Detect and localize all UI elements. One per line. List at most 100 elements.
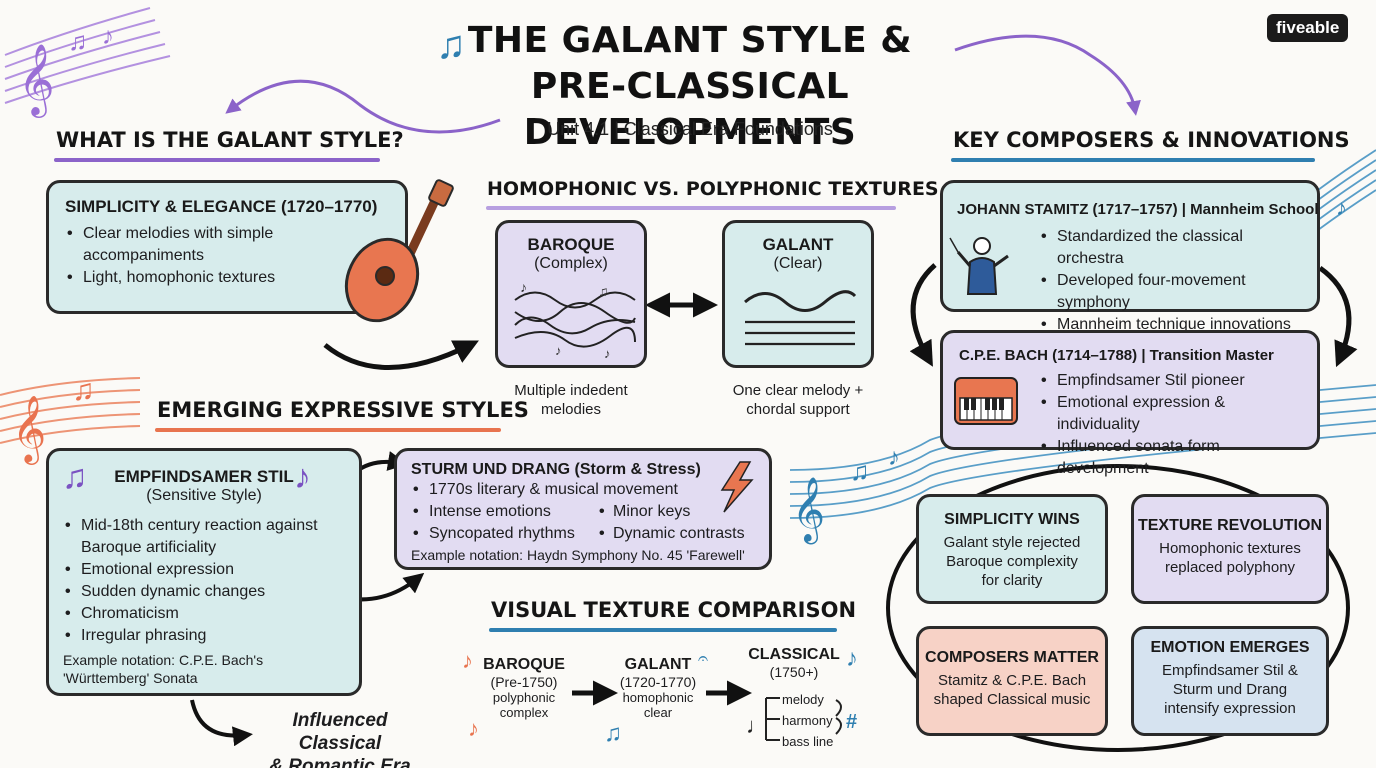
layer-label: melody bbox=[782, 692, 824, 707]
section-underline bbox=[951, 158, 1315, 162]
bullet-dot: • bbox=[599, 503, 605, 520]
card-title: SIMPLICITY & ELEGANCE (1720–1770) bbox=[65, 197, 378, 216]
treble-clef-icon: 𝄞 bbox=[12, 396, 46, 465]
comparison-title: CLASSICAL bbox=[748, 646, 840, 663]
section-title-what-is: WHAT IS THE GALANT STYLE? bbox=[56, 128, 404, 152]
bullet-item: Intense emotions•Minor keys bbox=[411, 501, 755, 523]
layer-label: bass line bbox=[782, 734, 834, 749]
arrow-stamitz-to-bach-left bbox=[909, 263, 937, 367]
example-note: Example notation: Haydn Symphony No. 45 … bbox=[411, 547, 745, 563]
comparison-desc: clear bbox=[643, 705, 673, 720]
card-text: for clarity bbox=[981, 572, 1043, 589]
comparison-desc: complex bbox=[499, 705, 549, 720]
section-title-expressive: EMERGING EXPRESSIVE STYLES bbox=[157, 398, 529, 422]
bullet-item: Mid-18th century reaction against Baroqu… bbox=[63, 515, 345, 559]
card-title: EMPFINDSAMER STIL bbox=[114, 467, 294, 486]
influence-note: Influenced Classical & Romantic Era bbox=[250, 709, 430, 768]
bullet-item: Irregular phrasing bbox=[63, 625, 345, 647]
card-text: Empfindsamer Stil & bbox=[1162, 662, 1298, 679]
bullet-item: Emotional expression bbox=[63, 559, 345, 581]
note-icon: ♫ bbox=[604, 720, 622, 747]
card-text: Stamitz & C.P.E. Bach bbox=[937, 672, 1087, 689]
brand-logo[interactable]: fiveable bbox=[1267, 14, 1349, 42]
bullet-item: Chromaticism bbox=[63, 603, 345, 625]
layer-label: harmony bbox=[782, 713, 833, 728]
comparison-desc: polyphonic bbox=[492, 690, 556, 705]
eighth-note-icon: ♫ bbox=[72, 374, 95, 407]
section-title-composers: KEY COMPOSERS & INNOVATIONS bbox=[953, 128, 1350, 152]
arrow-to-influence bbox=[190, 699, 253, 747]
eighth-note-icon: ♪ bbox=[888, 444, 900, 471]
comparison-dates: (Pre-1750) bbox=[490, 674, 558, 690]
bullet-item: Standardized the classical orchestra bbox=[1039, 226, 1303, 270]
bullet-item: Sudden dynamic changes bbox=[63, 581, 345, 603]
eighth-note-icon: ♫ bbox=[68, 26, 88, 56]
card-title: C.P.E. BACH (1714–1788) | Transition Mas… bbox=[959, 347, 1274, 364]
cpe-bach-card: C.P.E. BACH (1714–1788) | Transition Mas… bbox=[940, 330, 1320, 477]
music-note-icon: ♪ bbox=[294, 458, 311, 496]
card-title: EMOTION EMERGES bbox=[1150, 639, 1310, 656]
caption-line: chordal support bbox=[746, 401, 850, 418]
arrow-title-to-right bbox=[954, 34, 1141, 116]
title-line-2: PRE-CLASSICAL DEVELOPMENTS bbox=[523, 66, 857, 153]
card-title: COMPOSERS MATTER bbox=[925, 649, 1099, 666]
classical-layers: melody harmony bass line bbox=[782, 689, 833, 752]
influence-line: Influenced Classical bbox=[292, 710, 388, 754]
title-line-1: THE GALANT STYLE & bbox=[467, 20, 913, 61]
comparison-desc: homophonic bbox=[622, 690, 694, 705]
comparison-dates: (1720-1770) bbox=[619, 674, 697, 690]
comparison-classical: CLASSICAL (1750+) bbox=[748, 646, 840, 680]
example-line: Example notation: C.P.E. Bach's bbox=[63, 652, 264, 668]
bullet-item: Syncopated rhythms • Dynamic contrasts bbox=[411, 523, 755, 545]
card-text: intensify expression bbox=[1164, 700, 1296, 717]
staff-right-decoration bbox=[1317, 149, 1376, 231]
card-subtitle: (Complex) bbox=[534, 255, 608, 272]
card-title: JOHANN STAMITZ (1717–1757) | Mannheim Sc… bbox=[957, 201, 1319, 218]
section-underline bbox=[489, 628, 837, 632]
galant-texture-card: GALANT (Clear) bbox=[722, 220, 874, 368]
treble-clef-icon: 𝄞 bbox=[18, 44, 55, 118]
example-line: 'Württemberg' Sonata bbox=[63, 670, 198, 686]
bullet-text: Minor keys bbox=[613, 503, 691, 520]
card-text: replaced polyphony bbox=[1164, 559, 1296, 576]
staff-top-left-decoration bbox=[4, 7, 171, 104]
page-subtitle: Unit 4.1 | Classical Era Foundations bbox=[547, 119, 833, 139]
arrow-stamitz-to-bach-right bbox=[1318, 265, 1358, 368]
simplicity-elegance-card: SIMPLICITY & ELEGANCE (1720–1770) Clear … bbox=[46, 180, 408, 314]
baroque-caption: Multiple indedent melodies bbox=[488, 381, 654, 419]
card-subtitle: (Sensitive Style) bbox=[146, 487, 262, 504]
treble-clef-icon: 𝄞 bbox=[792, 477, 825, 544]
card-title: SIMPLICITY WINS bbox=[944, 511, 1080, 528]
bullet-item: Empfindsamer Stil pioneer bbox=[1039, 370, 1303, 392]
sturm-und-drang-card: STURM UND DRANG (Storm & Stress) 1770s l… bbox=[394, 448, 772, 570]
summary-emotion-card: EMOTION EMERGES Empfindsamer Stil & Stur… bbox=[1131, 626, 1329, 736]
section-underline bbox=[54, 158, 380, 162]
caption-line: One clear melody + bbox=[732, 382, 864, 399]
card-subtitle: (Clear) bbox=[773, 255, 823, 272]
bullet-item: Light, homophonic textures bbox=[65, 267, 313, 289]
eighth-note-icon: ♪ bbox=[1336, 195, 1347, 220]
summary-texture-card: TEXTURE REVOLUTION Homophonic textures r… bbox=[1131, 494, 1329, 604]
music-note-icon: ♫ bbox=[62, 458, 88, 496]
bullet-item: Clear melodies with simple accompaniment… bbox=[65, 223, 313, 267]
bullet-dot: • bbox=[599, 525, 605, 542]
eighth-note-icon: ♫ bbox=[850, 456, 870, 486]
music-notes-icon: ♫ bbox=[436, 23, 466, 67]
arrow-simplicity-to-textures bbox=[323, 340, 479, 370]
galant-caption: One clear melody + chordal support bbox=[712, 381, 884, 419]
card-bullets: Mid-18th century reaction against Baroqu… bbox=[63, 515, 345, 647]
section-title-visual-comparison: VISUAL TEXTURE COMPARISON bbox=[491, 598, 857, 622]
summary-simplicity-card: SIMPLICITY WINS Galant style rejected Ba… bbox=[916, 494, 1108, 604]
section-underline bbox=[155, 428, 501, 432]
bullet-text: Dynamic contrasts bbox=[613, 525, 745, 542]
section-underline bbox=[486, 206, 896, 210]
bullet-item: Developed four-movement symphony bbox=[1039, 270, 1303, 314]
comparison-baroque: BAROQUE (Pre-1750) polyphonic complex bbox=[478, 656, 570, 720]
note-icon: ♪ bbox=[462, 648, 473, 673]
bullet-text: Syncopated rhythms bbox=[429, 525, 575, 542]
note-icon: ♪ bbox=[846, 645, 858, 672]
card-bullets: Clear melodies with simple accompaniment… bbox=[65, 223, 313, 289]
card-title: BAROQUE bbox=[527, 235, 615, 254]
comparison-title: GALANT bbox=[624, 656, 692, 673]
bullet-item: 1770s literary & musical movement bbox=[411, 479, 755, 501]
